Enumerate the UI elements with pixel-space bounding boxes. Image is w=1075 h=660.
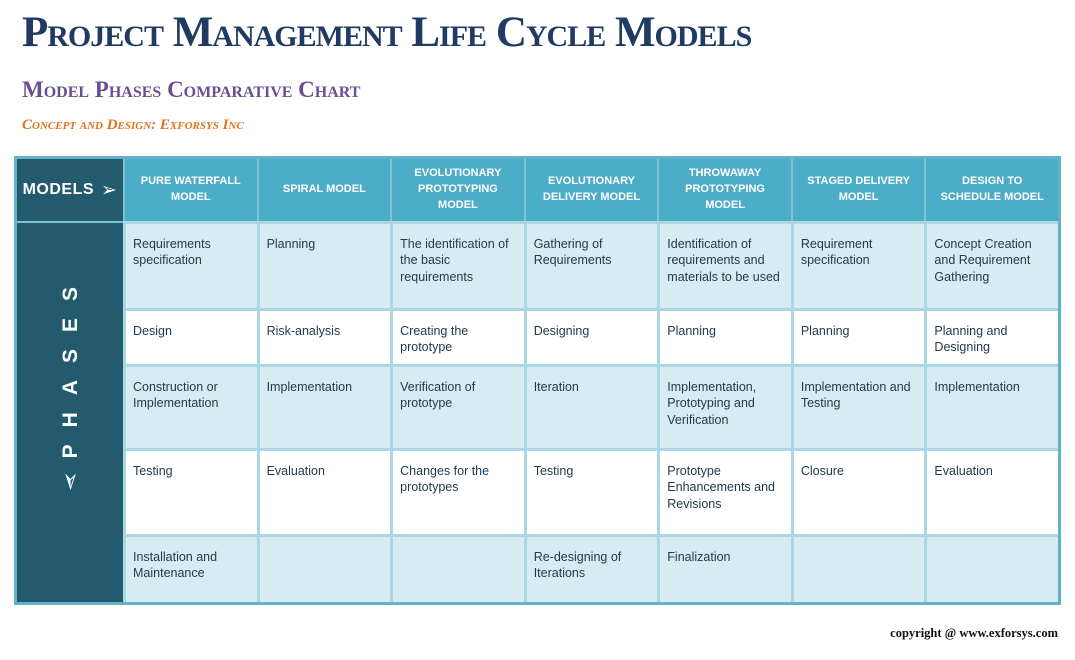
table-cell: Changes for the prototypes (390, 448, 524, 535)
comparison-table: MODELS ➢ PURE WATERFALL MODEL SPIRAL MOD… (14, 156, 1061, 606)
models-label: MODELS (22, 181, 95, 199)
column-header-evolutionary-delivery: EVOLUTIONARY DELIVERY MODEL (523, 159, 658, 222)
page-title: Project Management Life Cycle Models (22, 9, 752, 56)
table-cell: Requirements specification (123, 221, 257, 309)
table-cell: Planning (657, 308, 791, 365)
table-cell: Gathering of Requirements (523, 221, 658, 309)
right-arrowhead-icon: ➢ (101, 179, 118, 201)
table-cell: Testing (123, 448, 257, 535)
table-cell: Prototype Enhancements and Revisions (657, 448, 791, 535)
column-header-design-to-schedule: DESIGN TO SCHEDULE MODEL (924, 159, 1058, 222)
table-cell: Creating the prototype (390, 308, 524, 365)
down-arrowhead-icon: ➢ (56, 470, 84, 491)
table-cell: Design (123, 308, 257, 365)
phases-label: PHASES (58, 270, 82, 459)
table-cell: Implementation, Prototyping and Verifica… (657, 364, 791, 449)
table-cell: Implementation and Testing (790, 364, 925, 449)
table-cell: Concept Creation and Requirement Gatheri… (924, 221, 1058, 309)
table-cell: Re-designing of Iterations (523, 534, 658, 603)
table-cell: Designing (523, 308, 658, 365)
table-cell: Iteration (523, 364, 658, 449)
table-cell: Implementation (924, 364, 1058, 449)
column-header-staged-delivery: STAGED DELIVERY MODEL (790, 159, 925, 222)
corner-cell-models: MODELS ➢ (17, 159, 123, 222)
table-cell: Verification of prototype (390, 364, 524, 449)
table-cell: Identification of requirements and mater… (657, 221, 791, 309)
table-cell: The identification of the basic requirem… (390, 221, 524, 309)
table-cell: Planning (256, 221, 391, 309)
table-cell: Installation and Maintenance (123, 534, 257, 603)
table-cell: Planning (790, 308, 925, 365)
table-cell: Evaluation (256, 448, 391, 535)
table-cell: Planning and Designing (924, 308, 1058, 365)
column-header-spiral: SPIRAL MODEL (256, 159, 391, 222)
table-cell: Implementation (256, 364, 391, 449)
table-cell: Evaluation (924, 448, 1058, 535)
credit-line: Concept and Design: Exforsys Inc (22, 117, 244, 134)
table-cell (790, 534, 925, 603)
phases-axis-cell: PHASES ➢ (17, 221, 123, 603)
table-cell: Requirement specification (790, 221, 925, 309)
footer-copyright: copyright @ www.exforsys.com (890, 626, 1058, 640)
table-cell (924, 534, 1058, 603)
column-header-throwaway-prototyping: THROWAWAY PROTOTYPING MODEL (657, 159, 791, 222)
column-header-pure-waterfall: PURE WATERFALL MODEL (123, 159, 257, 222)
table-cell: Testing (523, 448, 658, 535)
table-cell: Risk-analysis (256, 308, 391, 365)
table-cell (256, 534, 391, 603)
table-cell (390, 534, 524, 603)
table-cell: Construction or Implementation (123, 364, 257, 449)
table-cell: Closure (790, 448, 925, 535)
column-header-evolutionary-prototyping: EVOLUTIONARY PROTOTYPING MODEL (390, 159, 524, 222)
table-cell: Finalization (657, 534, 791, 603)
page-subtitle: Model Phases Comparative Chart (22, 77, 361, 103)
